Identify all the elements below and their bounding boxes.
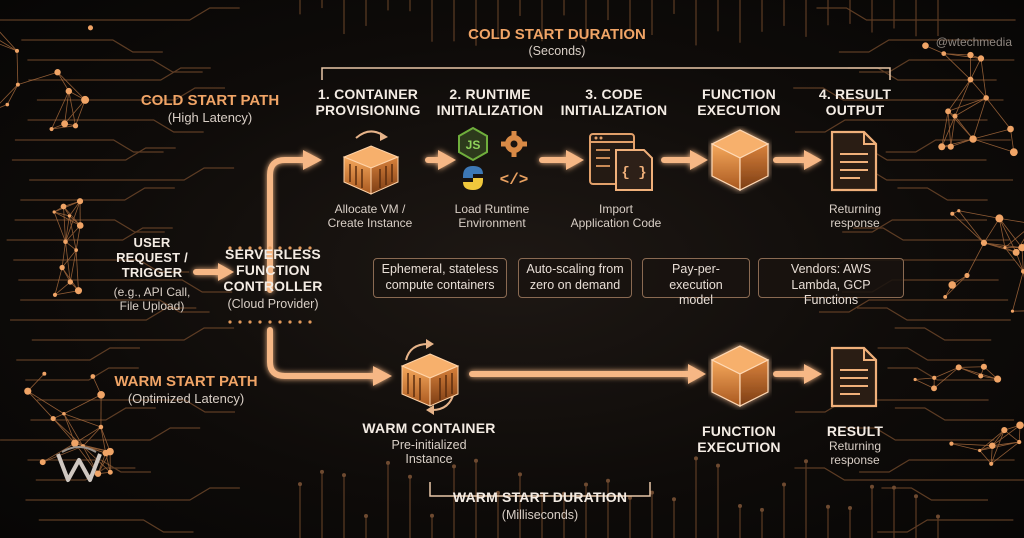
cube-icon [342, 130, 400, 195]
warm-path-title: WARM START PATH [114, 373, 258, 390]
cube-icon [710, 129, 770, 191]
cube-icon [400, 339, 460, 415]
cold-duration-unit: (Seconds) [528, 44, 586, 58]
warm-duration-bracket [429, 482, 651, 497]
step1-desc: Allocate VM /Create Instance [327, 202, 413, 230]
code-file-icon: { } [589, 133, 653, 191]
watermark: @wtechmedia [935, 35, 1012, 49]
warm-container-title: WARM CONTAINER [362, 420, 496, 436]
warm-path-flow [267, 327, 378, 379]
cold-duration-bracket [321, 67, 891, 80]
runtime-icons: JS </> [456, 126, 540, 196]
cold-path-flow [267, 157, 308, 293]
code-icon: </> [500, 171, 529, 189]
cold-path-title: COLD START PATH [140, 92, 280, 109]
warm-result-title: RESULT [826, 423, 884, 439]
cold-duration-title: COLD START DURATION [468, 26, 646, 43]
document-icon [830, 130, 878, 192]
nodejs-icon [458, 126, 488, 162]
python-icon [463, 166, 483, 190]
controller-subtitle: (Cloud Provider) [227, 297, 319, 311]
cold-path-subtitle: (High Latency) [167, 110, 253, 125]
logo-icon [56, 446, 102, 482]
gear-icon [501, 131, 527, 157]
warm-path-subtitle: (Optimized Latency) [127, 391, 245, 406]
cube-icon [710, 345, 770, 407]
nodejs-label: JS [466, 138, 481, 152]
braces-glyph: { } [621, 165, 646, 181]
warm-duration-unit: (Milliseconds) [501, 508, 579, 522]
document-icon [830, 346, 878, 408]
user-request-example: (e.g., API Call,File Upload) [113, 285, 191, 313]
warm-duration-title: WARM START DURATION [452, 489, 628, 505]
